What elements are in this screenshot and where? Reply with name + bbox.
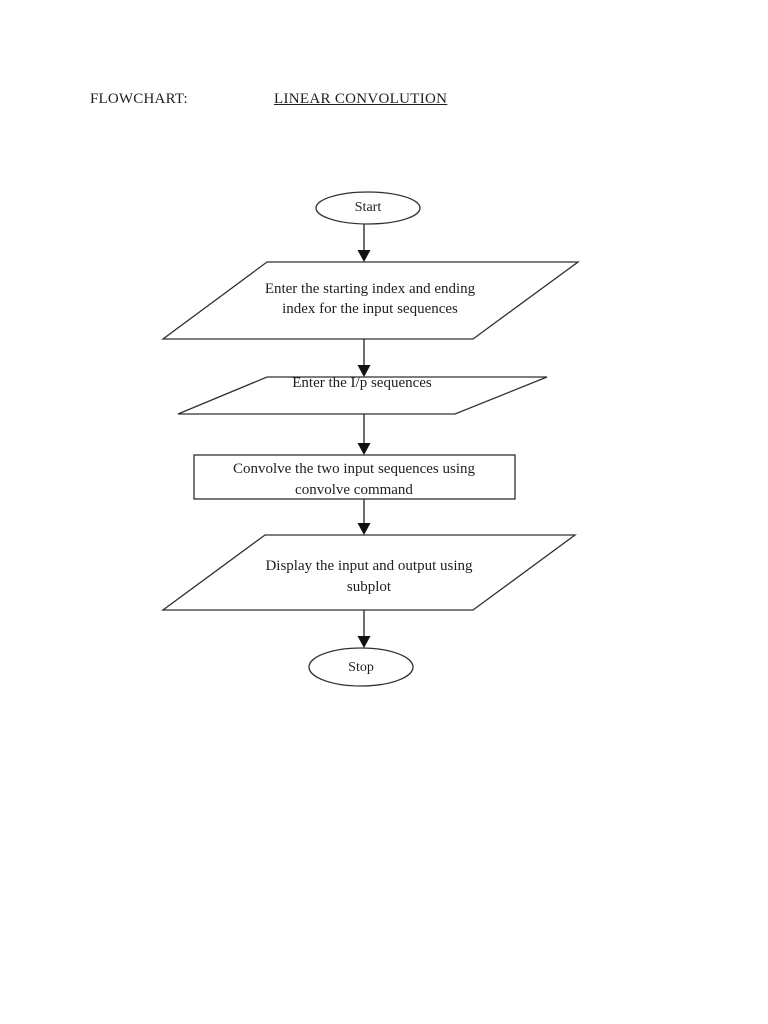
io-display-label-line2: subplot [346,579,392,595]
start-label: Start [354,200,382,215]
header-label: FLOWCHART: [90,91,188,107]
io-sequences-parallelogram-shape [177,376,548,415]
process-label-line1: Convolve the two input sequences using [232,461,476,477]
io-indices-label-line1: Enter the starting index and ending [264,281,476,297]
io-display-label-line1: Display the input and output using [265,558,473,574]
stop-label: Stop [348,660,374,675]
arrowhead-down-icon [357,636,371,648]
io-display-parallelogram-shape [161,534,577,611]
io-sequences-label: Enter the I/p sequences [292,375,432,391]
io-indices-parallelogram-shape [161,261,580,340]
page-title: LINEAR CONVOLUTION [274,91,448,107]
process-label: Convolve the two input sequences using c… [224,459,484,501]
process-label-line2: convolve command [295,482,413,498]
arrowhead-down-icon [357,443,371,455]
io-indices-label-line2: index for the input sequences [282,301,458,317]
arrowhead-down-icon [357,365,371,377]
process-rectangle-shape [193,454,516,500]
arrowhead-down-icon [357,523,371,535]
arrowhead-down-icon [357,250,371,262]
io-display-label: Display the input and output using subpl… [239,556,499,598]
io-indices-label: Enter the starting index and ending inde… [240,279,500,319]
stop-terminator-shape [308,647,414,687]
start-terminator-shape [315,191,421,225]
